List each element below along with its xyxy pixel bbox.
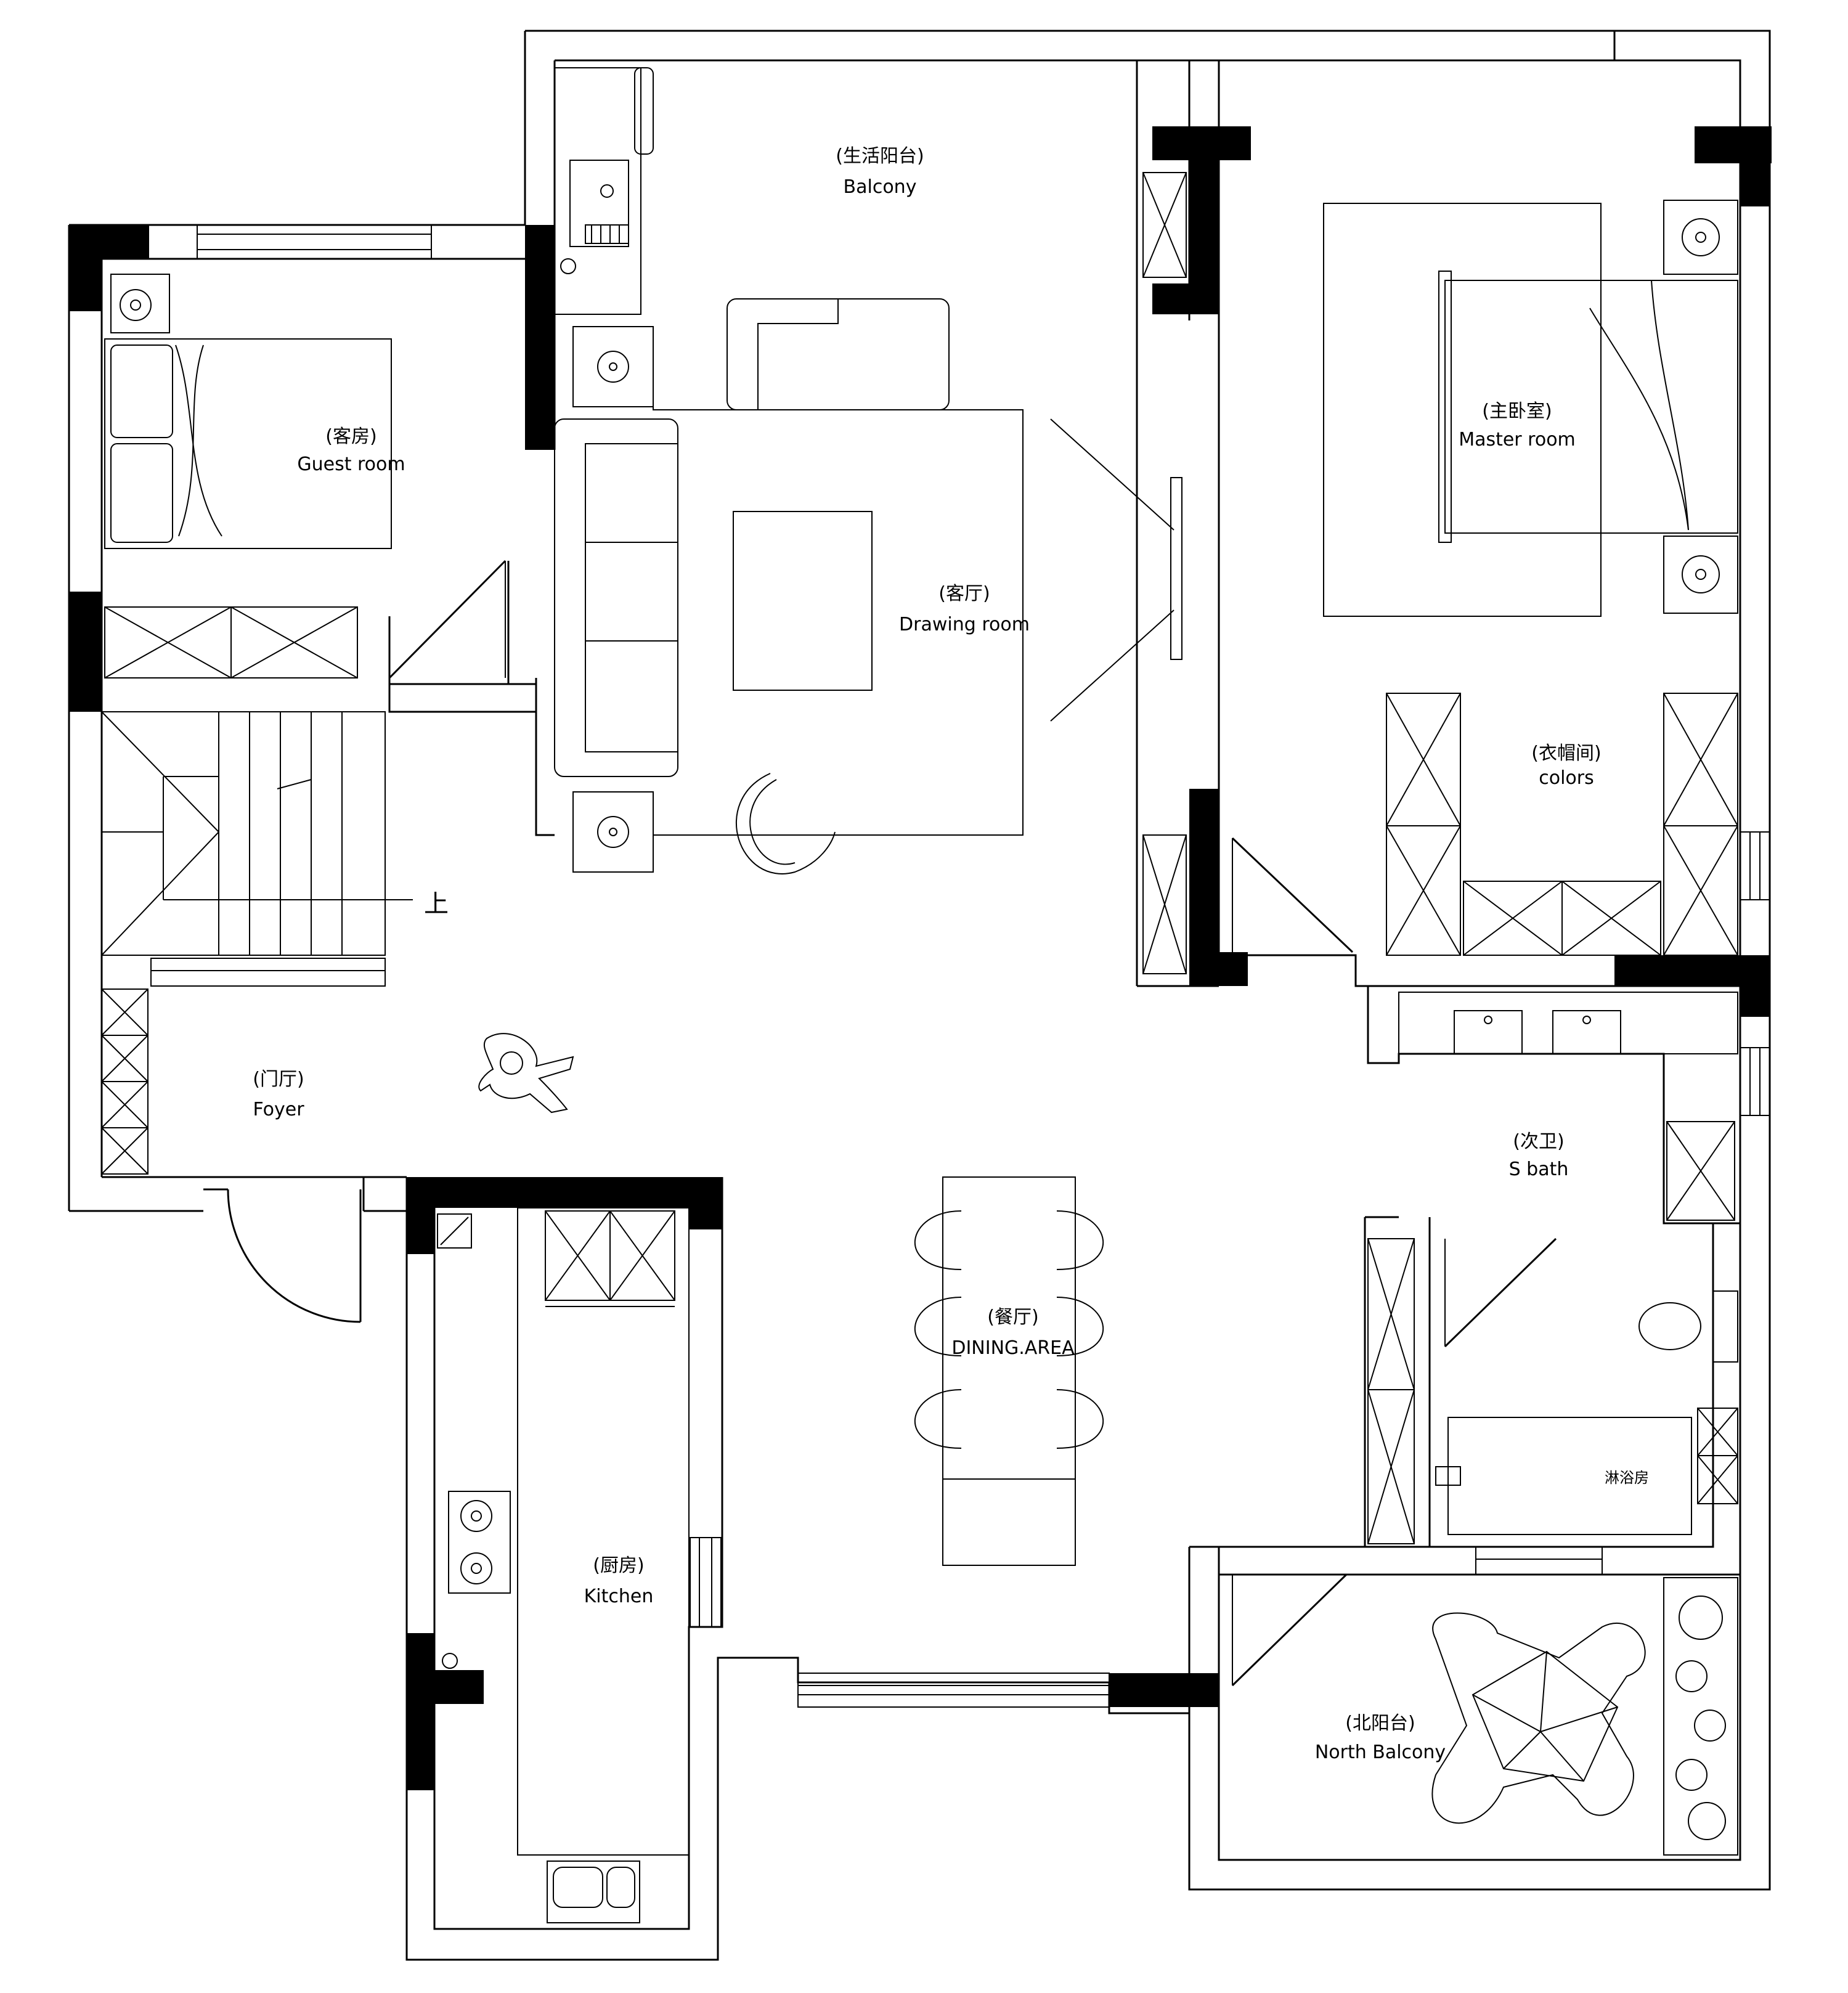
kitchen-fixtures <box>437 1207 690 1923</box>
stair-up-label: 上 <box>424 890 449 918</box>
drawing-label-en: Drawing room <box>899 614 1030 635</box>
staircase <box>101 711 413 956</box>
north-balcony-furniture <box>1431 1577 1738 1856</box>
sbath-label-zh: (次卫) <box>1513 1131 1564 1152</box>
cloak-label-zh: (衣帽间) <box>1531 743 1601 764</box>
dining-label-en: DINING.AREA <box>951 1337 1075 1359</box>
balcony-fixtures <box>554 67 654 315</box>
person-figure-icon <box>478 1033 574 1114</box>
master-label-en: Master room <box>1459 429 1576 450</box>
guest-furniture <box>104 274 392 549</box>
structural-columns <box>69 126 1772 1790</box>
balcony-label-zh: (生活阳台) <box>836 145 924 167</box>
room-labels: (生活阳台) Balcony (客房) Guest room (客厅) Draw… <box>253 145 1649 1763</box>
doors <box>203 418 1557 1687</box>
drawing-label-zh: (客厅) <box>938 583 990 605</box>
guest-label-en: Guest room <box>297 454 405 475</box>
cabinets <box>101 172 1738 1544</box>
north-balcony-label-zh: (北阳台) <box>1345 1713 1415 1734</box>
master-label-zh: (主卧室) <box>1482 401 1552 422</box>
kitchen-label-en: Kitchen <box>584 1586 654 1607</box>
foyer-label-en: Foyer <box>253 1099 304 1120</box>
master-furniture <box>1323 200 1738 617</box>
guest-label-zh: (客房) <box>325 426 377 447</box>
sbath-label-en: S bath <box>1509 1159 1569 1180</box>
shower-label: 淋浴房 <box>1605 1469 1649 1486</box>
dining-set <box>914 1176 1104 1566</box>
windows <box>150 224 1770 1708</box>
north-balcony-label-en: North Balcony <box>1315 1742 1446 1763</box>
foyer-label-zh: (门厅) <box>253 1069 304 1090</box>
dining-label-zh: (餐厅) <box>987 1306 1038 1328</box>
cloak-label-en: colors <box>1539 767 1594 789</box>
balcony-label-en: Balcony <box>844 176 917 198</box>
living-furniture <box>554 298 1024 874</box>
kitchen-label-zh: (厨房) <box>593 1555 644 1576</box>
bath-fixtures <box>1398 992 1738 1535</box>
